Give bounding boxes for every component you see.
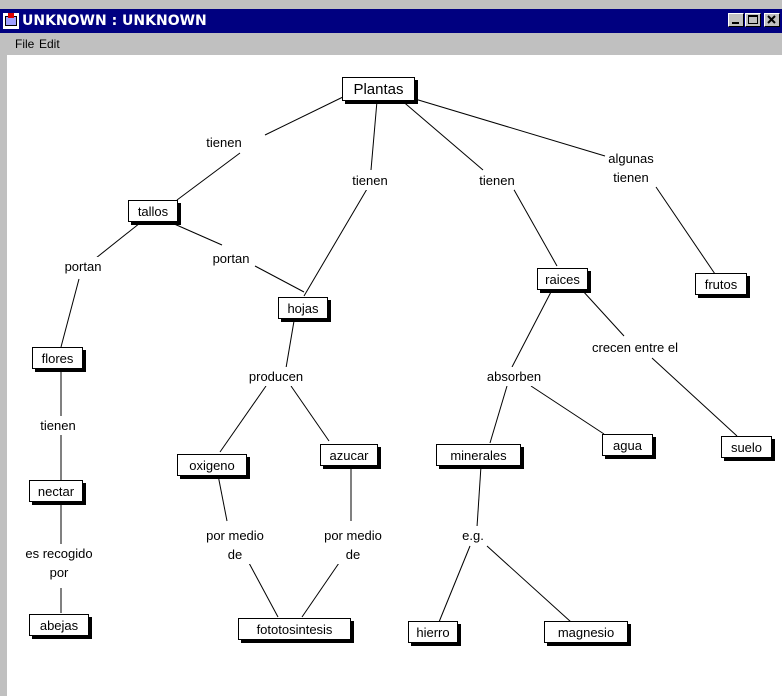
connector-line [414,98,606,157]
concept-magnesio[interactable]: magnesio [544,621,628,643]
connector-line [399,98,484,171]
concept-nectar[interactable]: nectar [29,480,83,502]
minimize-button[interactable] [728,13,744,27]
connector-line [489,385,508,444]
link-label-algunas-tienen: algunas tienen [608,149,654,187]
connector-line [171,222,223,246]
maximize-icon [748,15,758,24]
link-label-por-medio-de: por medio de [206,526,264,564]
connector-line [219,385,267,453]
connector-line [651,357,738,437]
menu-edit[interactable]: Edit [39,37,60,51]
connector-line [217,474,228,522]
connector-line [264,95,346,136]
title-bar[interactable]: UNKNOWN : UNKNOWN [0,9,782,33]
connector-line [285,320,295,369]
concept-azucar[interactable]: azucar [320,444,378,466]
close-button[interactable] [764,13,780,27]
connector-line [370,100,378,171]
connector-line [511,289,553,368]
connector-line [486,545,572,623]
link-label-portan: portan [64,257,102,276]
connector-line [655,186,716,275]
maximize-button[interactable] [745,13,761,27]
concept-oxigeno[interactable]: oxigeno [177,454,247,476]
connector-line [512,187,558,267]
link-label-tienen: tienen [206,133,242,152]
concept-suelo[interactable]: suelo [721,436,772,458]
connector-lines [60,95,738,623]
link-label-portan: portan [212,249,250,268]
concept-plantas[interactable]: Plantas [342,77,415,101]
minimize-icon [732,22,739,24]
connector-line [303,188,368,297]
concept-abejas[interactable]: abejas [29,614,89,636]
connector-line [290,385,330,442]
link-label-absorben: absorben [486,367,542,386]
concept-tallos[interactable]: tallos [128,200,178,222]
concept-fototosintesis[interactable]: fototosintesis [238,618,351,640]
connector-line [476,465,482,528]
java-cup-icon [3,13,19,29]
link-label-es-recogido-por: es recogido por [25,544,93,582]
connector-line [438,545,471,623]
concept-map-canvas[interactable]: tienen tienen tienen algunas tienen port… [7,55,782,696]
connector-line [95,222,141,259]
close-icon [767,15,776,24]
concept-flores[interactable]: flores [32,347,83,369]
link-label-producen: producen [248,367,304,386]
concept-hojas[interactable]: hojas [278,297,328,319]
connector-line [176,152,241,201]
concept-agua[interactable]: agua [602,434,653,456]
connector-line [60,278,80,348]
concept-frutos[interactable]: frutos [695,273,747,295]
menu-file[interactable]: File [15,37,35,51]
connector-line [581,289,625,337]
menu-bar: File Edit [0,33,782,55]
link-label-tienen: tienen [479,171,515,190]
link-label-por-medio-de: por medio de [324,526,382,564]
window-title: UNKNOWN : UNKNOWN [22,13,207,29]
connector-line [254,265,305,293]
link-label-crecen-entre-el: crecen entre el [592,338,678,357]
link-label-tienen: tienen [40,416,76,435]
concept-minerales[interactable]: minerales [436,444,521,466]
concept-hierro[interactable]: hierro [408,621,458,643]
connector-line [530,385,605,435]
concept-raices[interactable]: raices [537,268,588,290]
link-label-tienen: tienen [352,171,388,190]
link-label-eg: e.g. [462,526,484,545]
connector-line [248,562,279,618]
connector-line [301,562,340,618]
